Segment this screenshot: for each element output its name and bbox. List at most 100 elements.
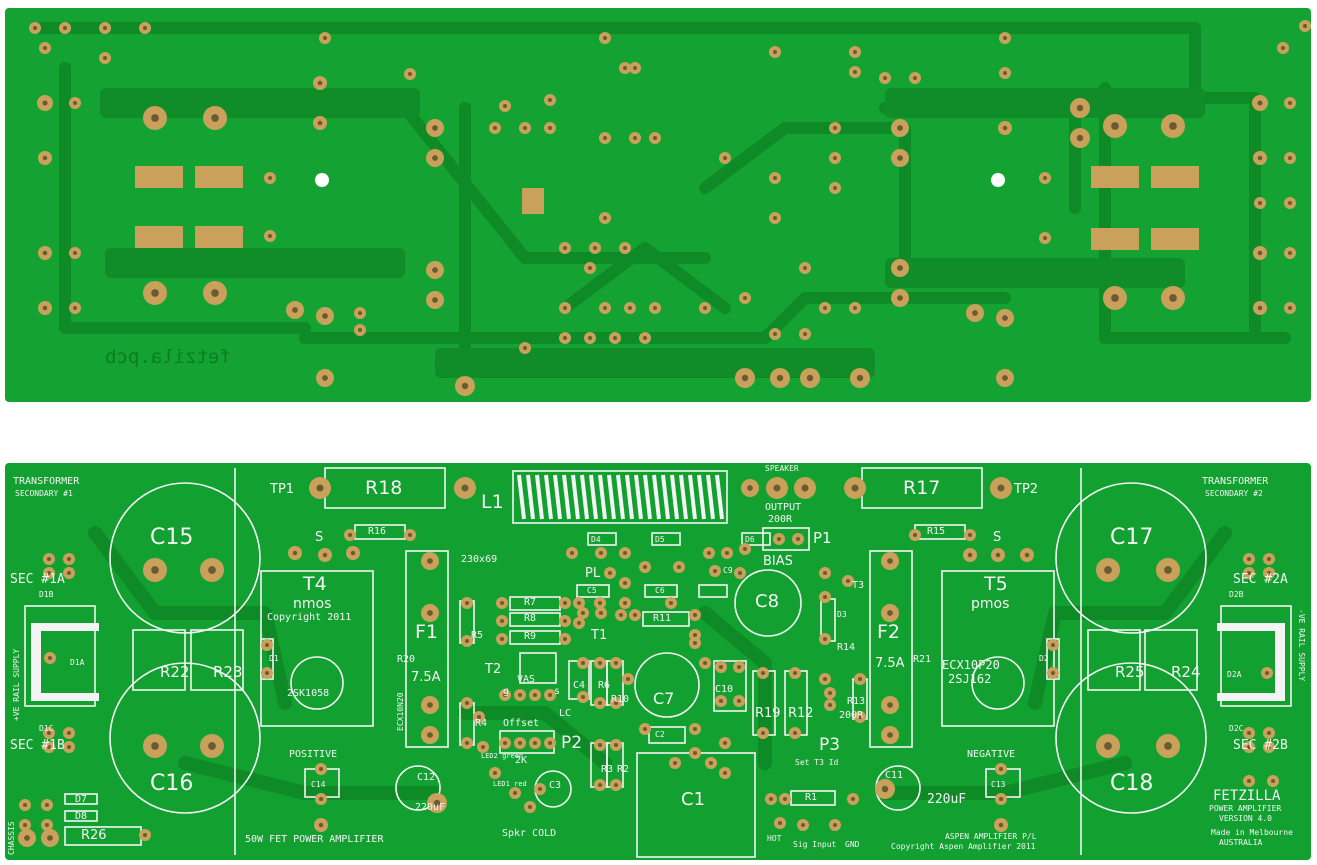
label-power-amplifier: POWER AMPLIFIER — [1209, 804, 1282, 813]
label-c12-value: 220uF — [415, 802, 446, 813]
label-spkr-cold: Spkr COLD — [502, 828, 557, 839]
label-sec-1a: SEC #1A — [10, 572, 65, 587]
label-c7: C7 — [653, 689, 675, 708]
label-d7: D7 — [75, 794, 88, 805]
label-d3: D3 — [837, 610, 847, 619]
label-c11: C11 — [885, 770, 904, 781]
label-r13: R13 — [847, 696, 866, 707]
label-r22: R22 — [160, 663, 190, 681]
label-gnd: GND — [845, 840, 860, 849]
label-r19: R19 — [755, 706, 781, 721]
label-r17: R17 — [903, 477, 941, 499]
label-c14: C14 — [311, 780, 326, 789]
label-d5: D5 — [655, 535, 665, 544]
label-r3: R3 — [601, 764, 614, 775]
label-d2c: D2C — [1229, 724, 1244, 733]
label-r2: R2 — [617, 764, 630, 775]
label-r23: R23 — [213, 663, 243, 681]
label-d1b: D1B — [39, 590, 54, 599]
label-c3: C3 — [549, 780, 562, 791]
label-negative-rail: -VE RAIL SUPPLY — [1297, 609, 1306, 682]
label-vas: VAS — [517, 674, 536, 685]
label-positive: POSITIVE — [289, 749, 338, 760]
label-t5: T5 — [984, 573, 1008, 595]
label-r6: R6 — [598, 680, 611, 691]
label-r14: R14 — [837, 642, 856, 653]
label-r9: R9 — [524, 631, 537, 642]
label-r7: R7 — [524, 597, 537, 608]
label-r10: R10 — [611, 694, 630, 705]
label-d2a: D2A — [1227, 670, 1242, 679]
label-t4: T4 — [303, 573, 327, 595]
label-output-ohm: 200R — [768, 514, 793, 525]
label-c8: C8 — [755, 591, 780, 612]
label-s-left: S — [315, 530, 324, 545]
label-sec-2a: SEC #2A — [1233, 572, 1288, 587]
label-sec-2b: SEC #2B — [1233, 738, 1288, 753]
label-copyright-aspen: Copyright Aspen Amplifier 2011 — [891, 842, 1036, 851]
label-c16: C16 — [150, 771, 194, 796]
label-r11: R11 — [653, 613, 672, 624]
label-r16: R16 — [368, 526, 387, 537]
label-c5: C5 — [587, 586, 597, 595]
label-r8: R8 — [524, 613, 537, 624]
label-r1: R1 — [805, 792, 818, 803]
label-part-2sj162: 2SJ162 — [948, 672, 992, 686]
label-set-t3-id: Set T3 Id — [795, 758, 839, 767]
label-r24: R24 — [1171, 663, 1201, 681]
label-fetzilla: FETZILLA — [1213, 788, 1281, 804]
label-led2-green: LED2 green — [481, 752, 524, 760]
label-c4: C4 — [573, 680, 586, 691]
label-hot: HOT — [767, 834, 782, 843]
label-pl: PL — [585, 566, 601, 581]
label-c2: C2 — [655, 730, 665, 739]
label-sig-input: Sig Input — [793, 840, 837, 849]
pcb-component-side: TRANSFORMER SECONDARY #1 TRANSFORMER SEC… — [5, 463, 1311, 860]
label-nmos: nmos — [293, 596, 332, 612]
label-f2-rating: 7.5A — [875, 656, 905, 671]
label-speaker: SPEAKER — [765, 464, 799, 473]
label-d8: D8 — [75, 811, 88, 822]
label-r26: R26 — [81, 828, 107, 843]
mirrored-board-name: fetzila.pcb — [105, 346, 231, 368]
label-p2-value: 2K — [515, 755, 528, 766]
label-vas-g: g — [503, 686, 510, 697]
label-part-2sk1058: 2SK1058 — [287, 688, 330, 699]
label-secondary-2: SECONDARY #2 — [1205, 489, 1263, 498]
label-r13-ohm: 200R — [839, 710, 864, 721]
label-chassis: CHASSIS — [7, 821, 16, 855]
label-version: VERSION 4.0 — [1219, 814, 1272, 823]
label-p1: P1 — [813, 529, 832, 547]
label-output: OUTPUT — [765, 502, 802, 513]
copper-layer — [29, 20, 1311, 396]
label-dimensions: 230x69 — [461, 554, 498, 565]
label-d6: D6 — [745, 535, 755, 544]
label-f1: F1 — [415, 621, 439, 643]
label-p3: P3 — [819, 735, 841, 755]
label-l1: L1 — [481, 491, 504, 513]
label-transformer-2: TRANSFORMER — [1202, 476, 1269, 487]
label-negative: NEGATIVE — [967, 749, 1016, 760]
label-d1c: D1C — [39, 724, 54, 733]
label-c12: C12 — [417, 772, 436, 783]
label-c11-value: 220uF — [927, 792, 967, 807]
label-aspen: ASPEN AMPLIFIER P/L — [945, 832, 1037, 841]
label-transformer-1: TRANSFORMER — [13, 476, 80, 487]
label-c10: C10 — [715, 684, 734, 695]
label-s-right: S — [993, 530, 1002, 545]
label-f2: F2 — [877, 621, 901, 643]
label-t1: T1 — [591, 628, 608, 643]
label-r21: R21 — [913, 654, 932, 665]
label-d1a: D1A — [70, 658, 85, 667]
label-r18: R18 — [365, 477, 403, 499]
label-p2: P2 — [561, 733, 583, 753]
label-r25: R25 — [1115, 663, 1145, 681]
label-r5: R5 — [471, 630, 484, 641]
label-d2: D2 — [1039, 654, 1049, 663]
label-r4: R4 — [475, 718, 488, 729]
label-c13: C13 — [991, 780, 1006, 789]
label-f1-rating: 7.5A — [411, 670, 441, 685]
label-t3: T3 — [852, 580, 865, 591]
label-product-name: 50W FET POWER AMPLIFIER — [245, 834, 384, 845]
label-sec-1b: SEC #1B — [10, 738, 65, 753]
